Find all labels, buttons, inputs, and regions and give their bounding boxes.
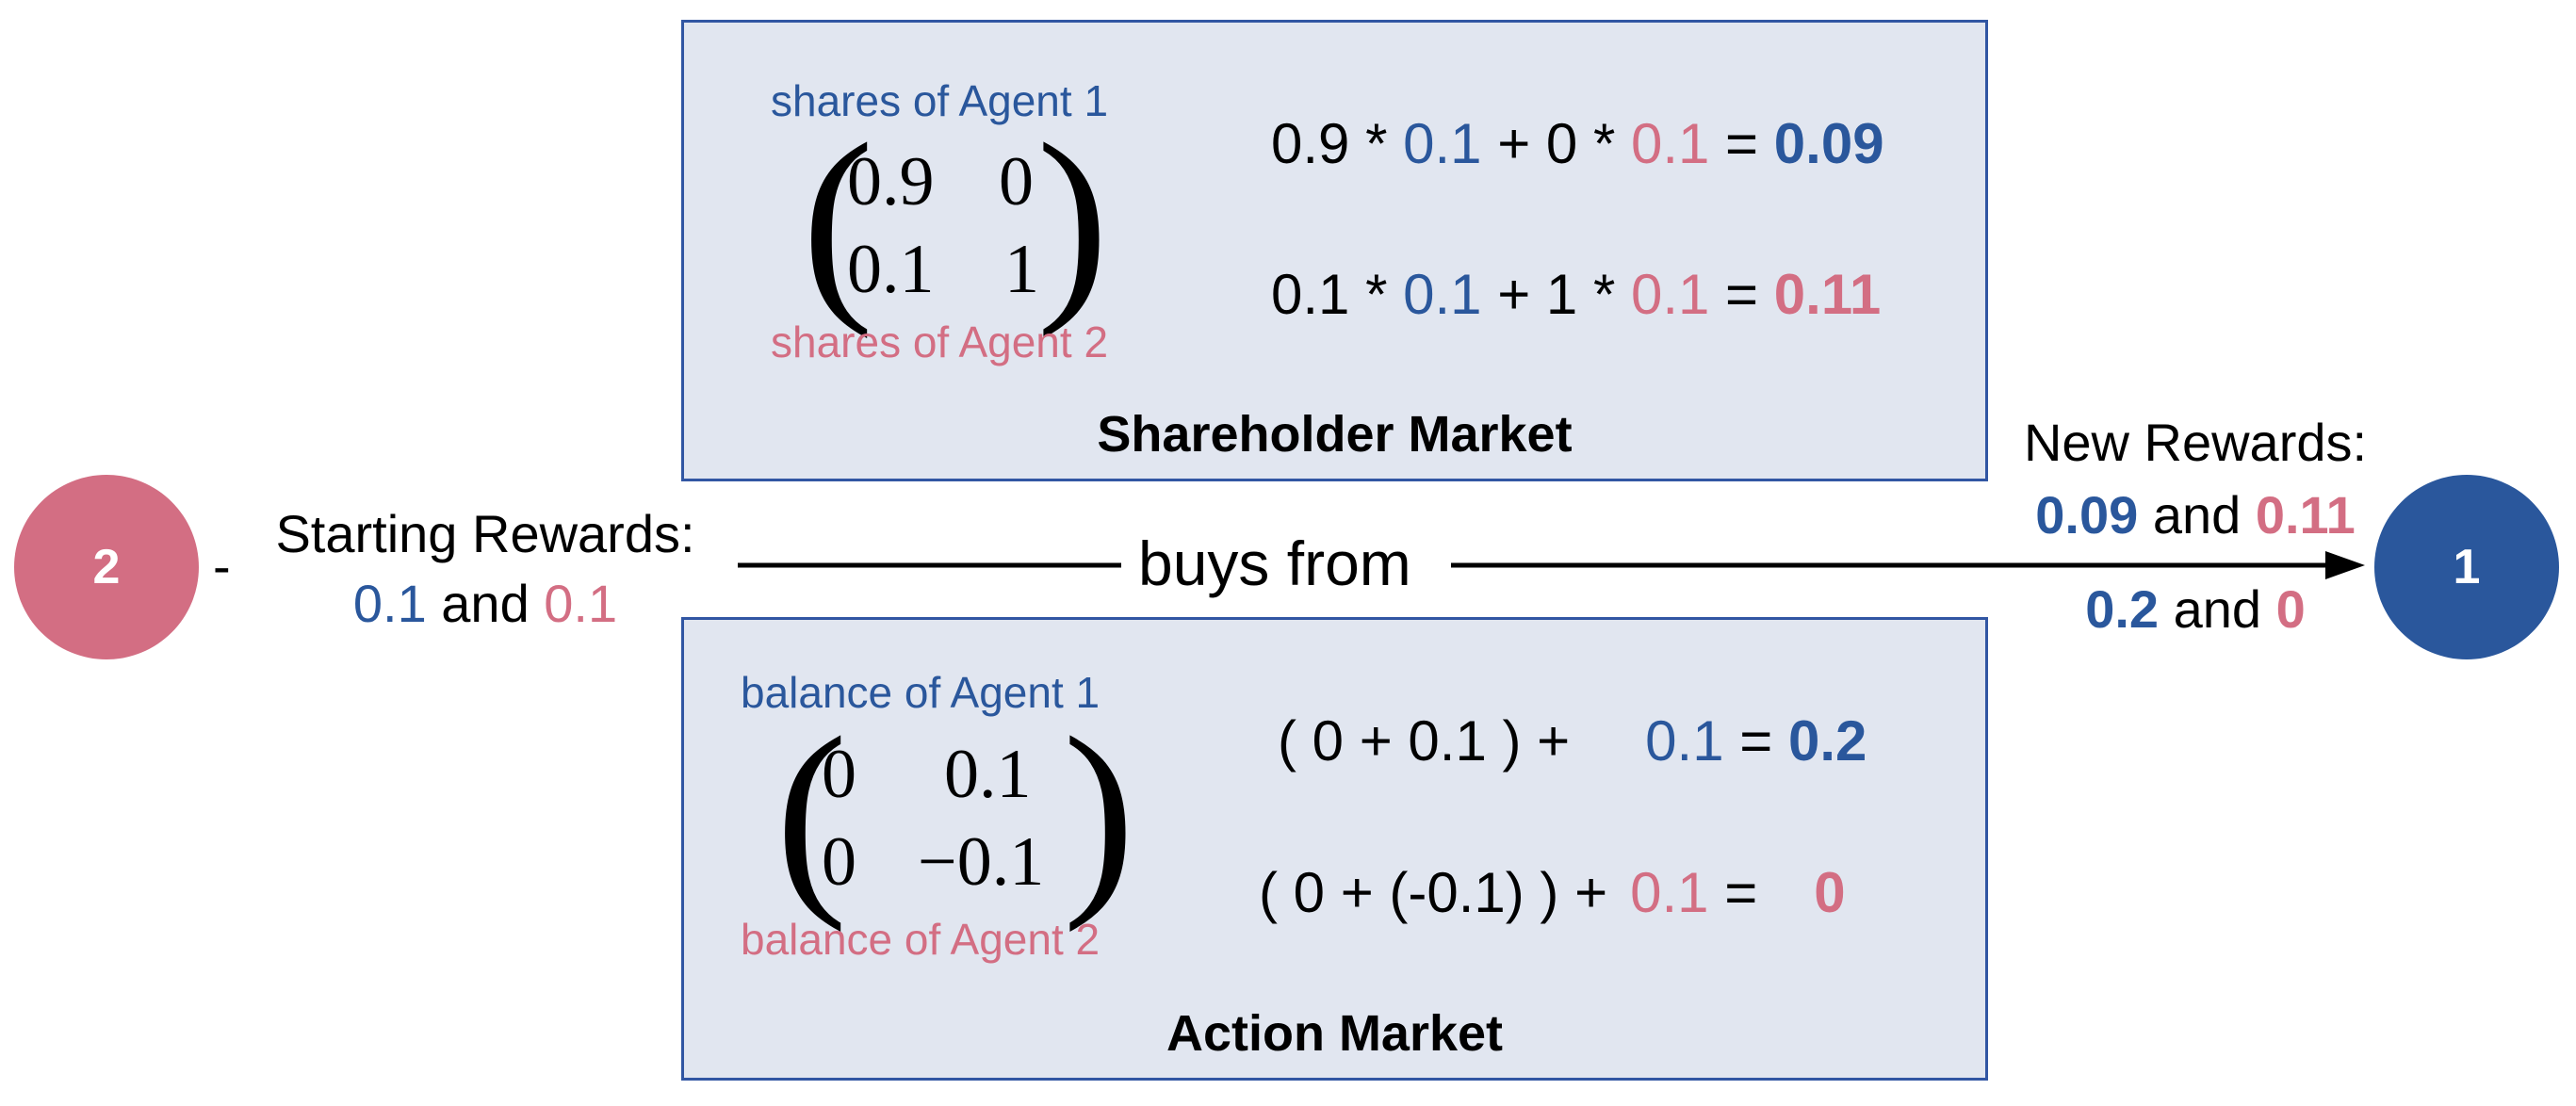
- agent-2-node: 2: [14, 475, 199, 659]
- eq-term: =: [1724, 861, 1758, 924]
- starting-rewards-values: 0.1 and 0.1: [245, 573, 726, 634]
- matrix-cell: 0.9: [847, 143, 935, 220]
- and-text: and: [2152, 485, 2242, 545]
- matrix-open-paren: (: [802, 99, 874, 339]
- eq-term: =: [1739, 709, 1773, 773]
- connector-dash: -: [213, 536, 231, 595]
- eq-result: 0.11: [1773, 263, 1882, 326]
- eq-term: =: [1709, 112, 1774, 175]
- eq-value: 0.1: [1630, 861, 1709, 924]
- eq-value-agent2: 0.1: [1630, 263, 1710, 326]
- shareholder-market-title: Shareholder Market: [1097, 406, 1573, 463]
- shareholder-market-panel: shares of Agent 1 ( 0.9 0 0.1 1 ) shares…: [681, 20, 1988, 481]
- balance-agent2-label: balance of Agent 2: [741, 915, 1101, 964]
- matrix-close-paren: ): [1063, 692, 1135, 933]
- new-rewards-label: New Rewards:: [2023, 413, 2368, 472]
- and-text: and: [441, 574, 530, 633]
- matrix-close-paren: ): [1036, 99, 1109, 339]
- matrix-cell: 0: [999, 143, 1034, 220]
- starting-reward-agent1: 0.1: [352, 574, 427, 633]
- new-rewards-values: 0.09 and 0.11: [1960, 484, 2431, 545]
- shares-agent1-label: shares of Agent 1: [771, 76, 1109, 125]
- eq-value-agent2: 0.1: [1630, 112, 1710, 175]
- eq-term: 0.1 *: [1271, 263, 1404, 326]
- eq-term: + 0 *: [1481, 112, 1631, 175]
- shareholder-equation-2: 0.1 * 0.1 + 1 * 0.1 = 0.11: [1271, 262, 1881, 327]
- action-reward-agent2: 0: [2275, 579, 2306, 639]
- buys-from-label: buys from: [1138, 529, 1411, 598]
- eq-term: + 1 *: [1481, 263, 1631, 326]
- matrix-cell: 0.1: [847, 231, 935, 308]
- action-market-title: Action Market: [1166, 1005, 1504, 1062]
- new-reward-agent2: 0.11: [2255, 485, 2356, 545]
- balance-agent1-label: balance of Agent 1: [741, 668, 1101, 717]
- and-text: and: [2173, 579, 2262, 639]
- eq-value: 0.1: [1645, 709, 1724, 773]
- matrix-cell: 0: [822, 736, 856, 813]
- matrix-cell: 1: [1004, 231, 1039, 308]
- buys-from-arrowhead: [2325, 551, 2365, 579]
- action-reward-agent1: 0.2: [2085, 579, 2160, 639]
- eq-term: ( 0 + (-0.1) ) +: [1259, 861, 1608, 924]
- action-equation-1: ( 0 + 0.1 ) + 0.1 = 0.2: [1278, 708, 1867, 773]
- action-rewards-values: 0.2 and 0: [1960, 578, 2431, 640]
- eq-value-agent1: 0.1: [1403, 263, 1482, 326]
- eq-term: 0.9 *: [1271, 112, 1404, 175]
- eq-term: =: [1709, 263, 1774, 326]
- new-reward-agent1: 0.09: [2035, 485, 2139, 545]
- agent-1-node: 1: [2374, 475, 2559, 659]
- matrix-open-paren: (: [775, 692, 848, 933]
- starting-reward-agent2: 0.1: [544, 574, 618, 633]
- shares-agent2-label: shares of Agent 2: [771, 317, 1109, 366]
- eq-result: 0.09: [1773, 112, 1884, 175]
- eq-term: ( 0 + 0.1 ) +: [1278, 709, 1571, 773]
- matrix-cell: −0.1: [918, 823, 1045, 901]
- shareholder-equation-1: 0.9 * 0.1 + 0 * 0.1 = 0.09: [1271, 111, 1884, 176]
- action-market-panel: balance of Agent 1 ( 0 0.1 0 −0.1 ) bala…: [681, 617, 1988, 1081]
- action-equation-2: ( 0 + (-0.1) ) + 0.1 = 0: [1259, 860, 1846, 925]
- eq-result: 0.2: [1787, 709, 1867, 773]
- matrix-cell: 0: [822, 823, 856, 901]
- eq-result: 0: [1814, 861, 1846, 924]
- matrix-cell: 0.1: [944, 736, 1032, 813]
- eq-value-agent1: 0.1: [1403, 112, 1482, 175]
- starting-rewards-label: Starting Rewards:: [275, 504, 695, 563]
